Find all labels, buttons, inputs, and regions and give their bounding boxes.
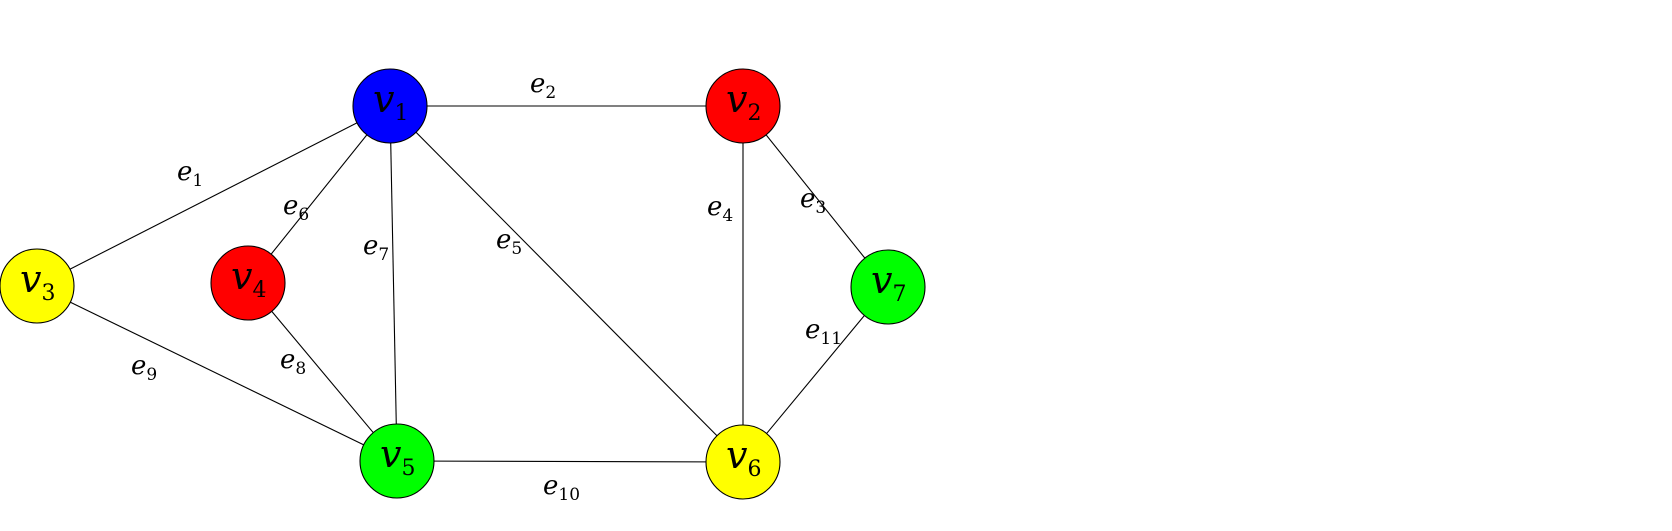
edge-e5: [389, 105, 744, 463]
edge-label-subscript: 2: [545, 83, 556, 103]
edge-label-subscript: 8: [295, 359, 306, 379]
node-label-v6: v6: [726, 433, 761, 482]
edge-label-subscript: 9: [146, 365, 157, 385]
edge-label-subscript: 6: [298, 205, 309, 225]
edge-label-letter: e: [283, 191, 298, 221]
edge-label-letter: e: [177, 157, 192, 187]
edge-label-e11: e11: [805, 315, 842, 349]
edge-label-e7: e7: [363, 231, 389, 265]
edge-label-subscript: 4: [722, 206, 733, 226]
node-label-subscript: 5: [401, 456, 415, 481]
edge-label-letter: e: [280, 345, 295, 375]
node-label-letter: v: [871, 258, 893, 302]
edge-e7: [389, 105, 398, 462]
edge-label-letter: e: [496, 225, 511, 255]
node-v7: v7: [850, 249, 926, 325]
edge-label-subscript: 1: [192, 171, 203, 191]
node-circle-v7: [850, 249, 926, 325]
node-v6: v6: [705, 424, 781, 500]
node-circle-v6: [705, 424, 781, 500]
node-circle-v1: [352, 68, 428, 144]
node-circle-v3: [0, 248, 75, 324]
edge-label-subscript: 5: [511, 239, 522, 259]
node-label-v1: v1: [373, 77, 408, 126]
node-circle-v2: [705, 68, 781, 144]
edge-label-letter: e: [707, 192, 722, 222]
node-label-v7: v7: [871, 258, 906, 307]
node-v3: v3: [0, 248, 75, 324]
node-label-subscript: 6: [747, 457, 761, 482]
edge-e9: [36, 285, 398, 462]
edge-label-e8: e8: [280, 345, 306, 379]
edge-label-letter: e: [805, 315, 820, 345]
edge-label-e4: e4: [707, 192, 733, 226]
edges-layer: [36, 105, 889, 463]
edge-label-e6: e6: [283, 191, 309, 225]
edge-e8: [247, 282, 398, 462]
edge-label-letter: e: [543, 471, 558, 501]
edge-e11: [742, 286, 889, 463]
edge-label-e2: e2: [530, 69, 556, 103]
node-label-v4: v4: [231, 254, 266, 303]
node-label-subscript: 1: [394, 101, 408, 126]
edge-label-letter: e: [131, 351, 146, 381]
node-label-v2: v2: [726, 77, 761, 126]
edge-e10: [396, 460, 744, 463]
edge-e3: [742, 105, 889, 288]
node-label-letter: v: [726, 433, 748, 477]
edge-label-e10: e10: [543, 471, 580, 505]
node-label-letter: v: [726, 77, 748, 121]
edge-label-subscript: 11: [820, 329, 842, 349]
node-label-letter: v: [20, 257, 42, 301]
node-label-letter: v: [231, 254, 253, 298]
edge-label-letter: e: [530, 69, 545, 99]
edge-label-e1: e1: [177, 157, 203, 191]
edge-label-subscript: 7: [378, 245, 389, 265]
node-label-subscript: 3: [41, 281, 55, 306]
edge-label-subscript: 10: [558, 485, 580, 505]
node-label-subscript: 7: [892, 282, 906, 307]
node-label-subscript: 2: [747, 101, 761, 126]
edge-label-letter: e: [800, 184, 815, 214]
node-v4: v4: [210, 245, 286, 321]
node-v2: v2: [705, 68, 781, 144]
node-label-v3: v3: [20, 257, 55, 306]
edge-label-e3: e3: [800, 184, 826, 218]
node-label-v5: v5: [380, 432, 415, 481]
node-circle-v4: [210, 245, 286, 321]
node-v1: v1: [352, 68, 428, 144]
node-label-letter: v: [373, 77, 395, 121]
edge-label-subscript: 3: [815, 198, 826, 218]
node-label-letter: v: [380, 432, 402, 476]
edge-e1: [36, 105, 391, 287]
edge-e6: [247, 105, 391, 284]
node-label-subscript: 4: [252, 278, 266, 303]
node-v5: v5: [359, 423, 435, 499]
edge-label-e5: e5: [496, 225, 522, 259]
edge-label-letter: e: [363, 231, 378, 261]
edge-label-e9: e9: [131, 351, 157, 385]
node-circle-v5: [359, 423, 435, 499]
